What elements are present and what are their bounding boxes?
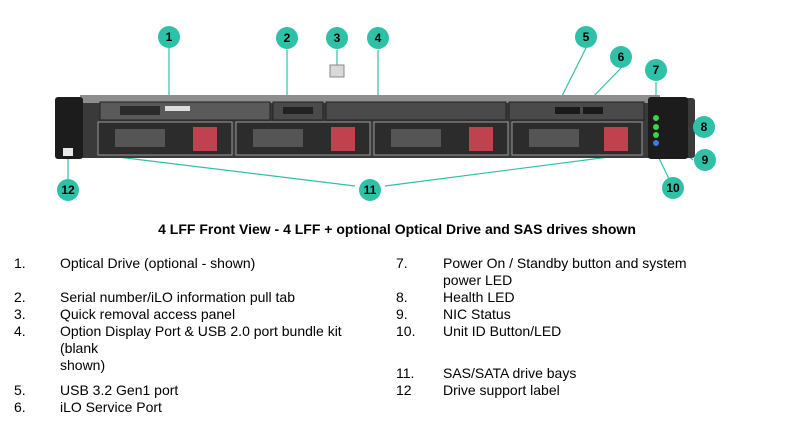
legend-text-line: power LED (443, 272, 513, 288)
legend-text: Quick removal access panel (60, 306, 360, 323)
legend-text-line: Unit ID Button/LED (443, 323, 562, 339)
callout-8: 8 (693, 116, 715, 138)
legend-number: 8. (396, 289, 408, 305)
legend-text: Option Display Port & USB 2.0 port bundl… (60, 323, 360, 374)
callout-label: 11 (364, 183, 377, 197)
legend-text-line: SAS/SATA drive bays (443, 365, 577, 381)
callout-circle (645, 59, 667, 81)
callout-circle (359, 179, 381, 201)
legend-number: 12 (396, 382, 412, 398)
callout-4: 4 (367, 27, 389, 49)
legend-text: iLO Service Port (60, 399, 360, 416)
legend-text: Optical Drive (optional - shown) (60, 255, 360, 272)
callout-label: 12 (61, 183, 75, 197)
legend-text-line: (blank (60, 340, 99, 356)
callout-9: 9 (694, 149, 716, 171)
legend-number: 2. (14, 289, 26, 305)
legend-text: Drive support label (443, 382, 743, 399)
legend-text-line: Option Display Port & USB 2.0 port bundl… (60, 323, 342, 339)
callout-7: 7 (645, 59, 667, 81)
legend-number: 7. (396, 255, 408, 271)
callout-label: 2 (284, 31, 291, 45)
callout-12: 12 (57, 179, 79, 201)
legend-text: Unit ID Button/LED (443, 323, 743, 340)
callout-circle (276, 27, 298, 49)
callout-label: 6 (618, 50, 625, 64)
legend-text: Health LED (443, 289, 743, 306)
legend-number: 4. (14, 323, 26, 339)
callout-1: 1 (158, 26, 180, 48)
legend-text-line: iLO Service Port (60, 399, 162, 415)
legend-number: 10. (396, 323, 416, 339)
callout-circle (693, 116, 715, 138)
callout-label: 7 (653, 63, 660, 77)
callout-label: 5 (583, 30, 590, 44)
callout-circle (610, 46, 632, 68)
legend-number: 1. (14, 255, 26, 271)
callout-label: 9 (702, 153, 709, 167)
callout-circle (694, 149, 716, 171)
legend-number: 5. (14, 382, 26, 398)
callout-11: 11 (359, 179, 381, 201)
callout-circle (575, 26, 597, 48)
callout-label: 4 (375, 31, 382, 45)
legend-text-line: Quick removal access panel (60, 306, 236, 322)
leader-lines (67, 47, 694, 187)
callout-circle (662, 177, 684, 199)
legend-text-line: Optical Drive (optional - shown) (60, 255, 256, 271)
legend-number: 3. (14, 306, 26, 322)
legend-text: USB 3.2 Gen1 port (60, 382, 360, 399)
callout-3: 3 (326, 27, 348, 49)
callout-10: 10 (662, 177, 684, 199)
legend-text-line: USB 3.2 Gen1 port (60, 382, 179, 398)
legend-number: 9. (396, 306, 408, 322)
callout-label: 8 (701, 120, 708, 134)
legend-text-line: shown) (60, 357, 106, 373)
callout-circle (367, 27, 389, 49)
figure-caption: 4 LFF Front View - 4 LFF + optional Opti… (158, 221, 636, 237)
legend-text-line: Health LED (443, 289, 515, 305)
legend-text: SAS/SATA drive bays (443, 365, 743, 382)
callout-label: 3 (334, 31, 341, 45)
callout-label: 10 (666, 181, 680, 195)
callout-label: 1 (166, 30, 173, 44)
legend-text: Serial number/iLO information pull tab (60, 289, 360, 306)
callout-circle (326, 27, 348, 49)
callout-circle (57, 179, 79, 201)
callout-2: 2 (276, 27, 298, 49)
legend-text: NIC Status (443, 306, 743, 323)
callout-5: 5 (575, 26, 597, 48)
legend-text-line: NIC Status (443, 306, 511, 322)
server-chassis (55, 64, 695, 159)
legend-text-line: Serial number/iLO information pull tab (60, 289, 296, 305)
legend-text-line: Drive support label (443, 382, 560, 398)
callout-circle (158, 26, 180, 48)
legend-text-line: Power On / Standby button and system (443, 255, 687, 271)
legend-number: 11. (396, 365, 415, 381)
legend-number: 6. (14, 399, 26, 415)
callout-6: 6 (610, 46, 632, 68)
